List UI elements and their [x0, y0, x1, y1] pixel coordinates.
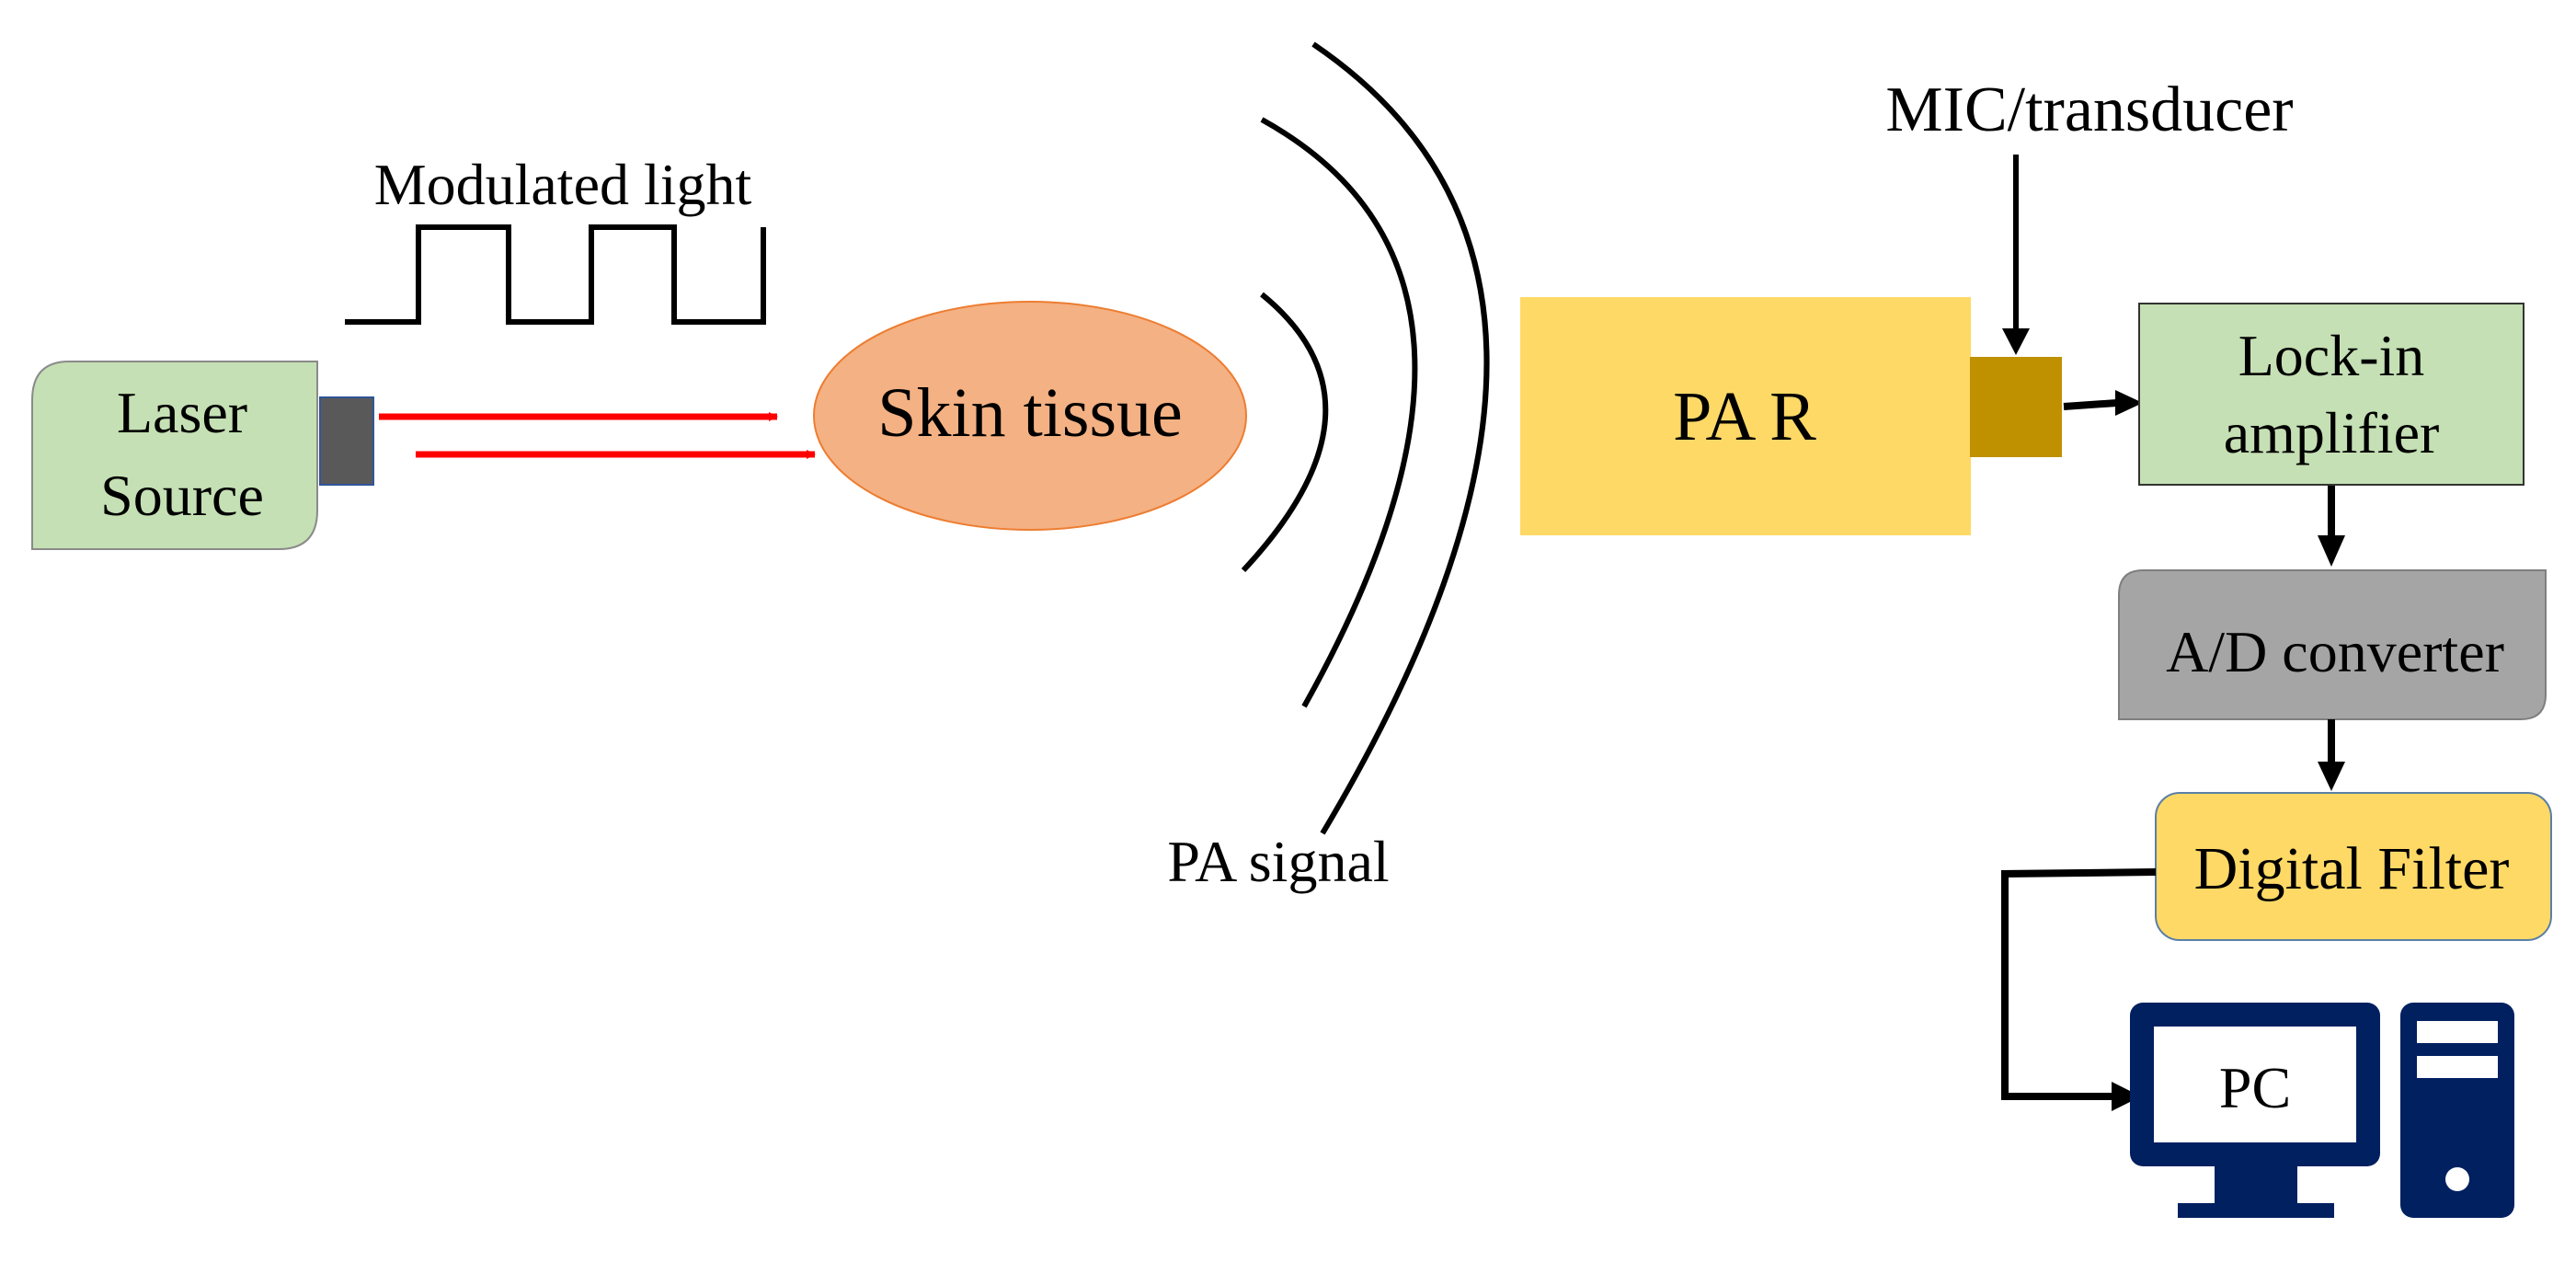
- filter-to-pc-head: [2112, 1082, 2141, 1111]
- pa-wave-outer: [1311, 41, 1490, 835]
- pa-wave-inner: [1241, 292, 1329, 573]
- laser-label-line1: Laser: [117, 380, 247, 445]
- lockin-label-line1: Lock-in: [2238, 323, 2425, 388]
- tower-slot-2: [2417, 1056, 2498, 1078]
- lockin-to-adc-head: [2318, 535, 2345, 567]
- desktop-computer-icon: PC: [2130, 1003, 2514, 1218]
- digital-filter-label: Digital Filter: [2194, 835, 2510, 902]
- laser-source-box: [31, 361, 318, 550]
- adc-label: A/D converter: [2166, 619, 2504, 684]
- tower-slot-1: [2417, 1021, 2498, 1043]
- adc-box: [2118, 569, 2547, 720]
- adc-to-filter-head: [2318, 762, 2345, 791]
- pc-label: PC: [2219, 1055, 2291, 1120]
- laser-source: Laser Source: [31, 361, 374, 550]
- pa-wave-middle: [1260, 117, 1418, 708]
- laser-aperture: [319, 396, 374, 486]
- lockin-label-line2: amplifier: [2224, 400, 2440, 465]
- filter-to-pc-line: [2001, 868, 2157, 1100]
- lockin-amplifier-box: [2138, 303, 2524, 486]
- square-wave-icon: [345, 224, 766, 325]
- digital-filter-box: [2155, 792, 2552, 941]
- mic-arrow-head: [2002, 328, 2030, 355]
- monitor-base: [2178, 1203, 2334, 1218]
- monitor-stand: [2215, 1166, 2297, 1205]
- mic-transducer-label: MIC/transducer: [1885, 75, 2293, 145]
- laser-label-line2: Source: [100, 463, 264, 528]
- pa-resonator-label: PA R: [1673, 378, 1816, 455]
- pa-signal-label: PA signal: [1167, 829, 1389, 894]
- skin-tissue-label: Skin tissue: [877, 374, 1183, 452]
- pa-signal-waves: [1241, 41, 1490, 835]
- transducer-to-lockin-head: [2115, 390, 2143, 416]
- transducer-block: [1970, 357, 2062, 457]
- pa-resonator-box: [1520, 297, 1971, 535]
- modulated-light-label: Modulated light: [374, 152, 752, 217]
- monitor-screen: [2154, 1027, 2356, 1142]
- tower-power-button: [2445, 1167, 2469, 1191]
- transducer-to-lockin-line: [2063, 399, 2118, 410]
- skin-tissue-ellipse: [813, 301, 1247, 531]
